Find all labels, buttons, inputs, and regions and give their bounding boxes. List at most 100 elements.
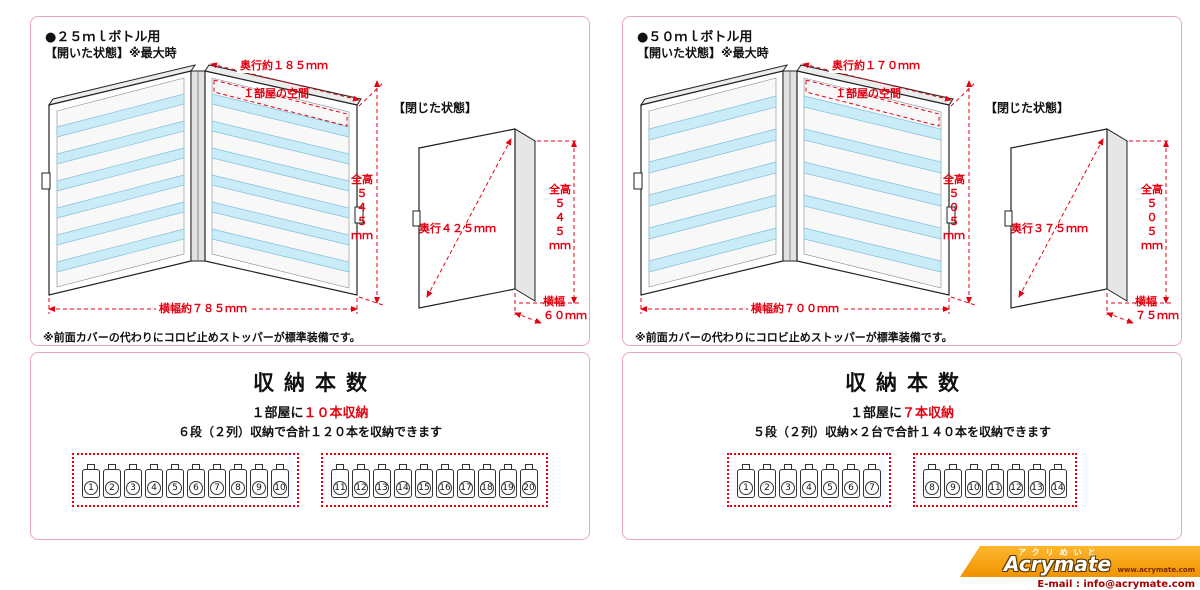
open-width-dimension: 横幅約７００ｍｍ: [748, 302, 842, 317]
bottle-icon: 12: [1007, 464, 1025, 500]
bottle-icon: 13: [373, 464, 391, 500]
room-space-label: １部屋の空間: [243, 87, 309, 100]
latch-icon: [41, 172, 51, 190]
latch-icon: [412, 210, 421, 227]
bottle-number: 16: [438, 481, 452, 495]
right-door: [204, 64, 364, 296]
diagram-panel-25ml: ●２５ｍｌボトル用 【開いた状態】※最大時: [30, 16, 590, 346]
bottle-icon: 1: [82, 464, 100, 500]
bottle-icon: 7: [208, 464, 226, 500]
panel-title-25ml: ●２５ｍｌボトル用: [45, 30, 161, 45]
bottle-icon: 18: [478, 464, 496, 500]
open-case-diagram-25ml: [41, 62, 384, 314]
left-door: [633, 64, 789, 296]
bottle-number: 13: [1030, 481, 1044, 495]
bottle-number: 12: [1009, 481, 1023, 495]
closed-width-dimension: 横幅 ７５ｍｍ: [1135, 295, 1179, 323]
bottle-number: 3: [126, 481, 140, 495]
bottle-number: 1: [739, 481, 753, 495]
storage-per-room-prefix: １部屋に: [849, 406, 902, 421]
bottle-icon: 9: [250, 464, 268, 500]
bottle-icon: 10: [965, 464, 983, 500]
open-height-dimension: 全高 ５ ４ ５ ｍｍ: [351, 173, 373, 243]
bottle-number: 19: [501, 481, 515, 495]
right-door: [796, 64, 956, 296]
bottle-icon: 15: [415, 464, 433, 500]
bottle-number: 18: [480, 481, 494, 495]
storage-per-room-prefix: １部屋に: [251, 406, 304, 421]
bottle-icon: 9: [944, 464, 962, 500]
closed-depth-dimension: 奥行３７５ｍｍ: [1011, 222, 1088, 235]
storage-panel-50ml: 収納本数 １部屋に７本収納 ５段（２列）収納×２台で合計１４０本を収納できます …: [622, 352, 1182, 540]
logo-url: www.acrymate.com: [1117, 566, 1195, 574]
bottle-number: 1: [84, 481, 98, 495]
closed-width-dimension: 横幅 ６０ｍｍ: [543, 295, 587, 323]
bottle-number: 15: [417, 481, 431, 495]
bottle-number: 8: [925, 481, 939, 495]
bottle-number: 6: [844, 481, 858, 495]
closed-height-dimension: 全高 ５ ０ ５ ｍｍ: [1141, 183, 1163, 253]
bottle-groups: 1 2 3 4 5 6: [31, 453, 589, 507]
bottle-icon: 11: [331, 464, 349, 500]
storage-per-room-line: １部屋に１０本収納: [31, 402, 589, 421]
stopper-note: ※前面カバーの代わりにコロビ止めストッパーが標準装備です。: [43, 331, 361, 344]
bottle-icon: 5: [821, 464, 839, 500]
bottle-number: 8: [231, 481, 245, 495]
bottle-number: 5: [168, 481, 182, 495]
bottle-number: 11: [333, 481, 347, 495]
bottle-icon: 8: [923, 464, 941, 500]
closed-state-label: 【閉じた状態】: [985, 101, 1070, 115]
bottle-number: 5: [823, 481, 837, 495]
bottle-number: 17: [459, 481, 473, 495]
storage-total-line: ５段（２列）収納×２台で合計１４０本を収納できます: [752, 425, 1052, 439]
closed-case: [1004, 128, 1129, 309]
closed-depth-dimension: 奥行４２５ｍｍ: [419, 222, 496, 235]
bottle-icon: 6: [842, 464, 860, 500]
open-state-label: 【開いた状態】※最大時: [637, 46, 769, 60]
left-door: [41, 64, 197, 296]
bottle-icon: 2: [103, 464, 121, 500]
bottle-icon: 2: [758, 464, 776, 500]
closed-case-diagram-25ml: [412, 128, 579, 324]
open-state-label: 【開いた状態】※最大時: [45, 46, 177, 60]
bottle-icon: 14: [1049, 464, 1067, 500]
bottle-icon: 17: [457, 464, 475, 500]
bottle-number: 2: [105, 481, 119, 495]
dimension-arrows: [1018, 138, 1171, 324]
bottle-number: 14: [396, 481, 410, 495]
bottle-icon: 3: [779, 464, 797, 500]
bottle-number: 3: [781, 481, 795, 495]
bottle-number: 11: [988, 481, 1002, 495]
bottle-number: 2: [760, 481, 774, 495]
open-width-dimension: 横幅約７８５ｍｍ: [156, 302, 250, 317]
bottle-group-2: 11 12 13 14 15 16: [321, 453, 548, 507]
logo-acrymate: アクリめいと Acrymate www.acrymate.com E-mail …: [960, 546, 1200, 590]
open-depth-dimension: 奥行約１７０ｍｍ: [829, 59, 923, 74]
bottle-groups: 1 2 3 4 5 6: [623, 453, 1181, 507]
bottle-number: 7: [865, 481, 879, 495]
bottle-icon: 7: [863, 464, 881, 500]
bottle-icon: 6: [187, 464, 205, 500]
bottle-icon: 5: [166, 464, 184, 500]
logo-brand-name: Acrymate: [1004, 552, 1112, 576]
bottle-number: 10: [967, 481, 981, 495]
bottle-number: 4: [147, 481, 161, 495]
storage-heading: 収納本数: [845, 371, 969, 395]
bottle-number: 14: [1051, 481, 1065, 495]
storage-per-room-highlight: ７本収納: [902, 406, 955, 421]
bottle-icon: 16: [436, 464, 454, 500]
bottle-number: 9: [946, 481, 960, 495]
bottle-number: 13: [375, 481, 389, 495]
latch-icon: [633, 172, 643, 190]
bottle-icon: 10: [271, 464, 289, 500]
bottle-group-1: 1 2 3 4 5 6: [72, 453, 299, 507]
storage-per-room-highlight: １０本収納: [303, 406, 369, 421]
bottle-number: 9: [252, 481, 266, 495]
latch-icon: [354, 206, 364, 224]
bottle-group-2: 8 9 10 11 12 13: [913, 453, 1077, 507]
storage-panel-25ml: 収納本数 １部屋に１０本収納 ６段（２列）収納で合計１２０本を収納できます 1 …: [30, 352, 590, 540]
latch-icon: [946, 206, 956, 224]
open-depth-dimension: 奥行約１８５ｍｍ: [237, 59, 331, 74]
bottle-number: 10: [273, 481, 287, 495]
logo-katakana: アクリめいと: [1018, 548, 1102, 557]
